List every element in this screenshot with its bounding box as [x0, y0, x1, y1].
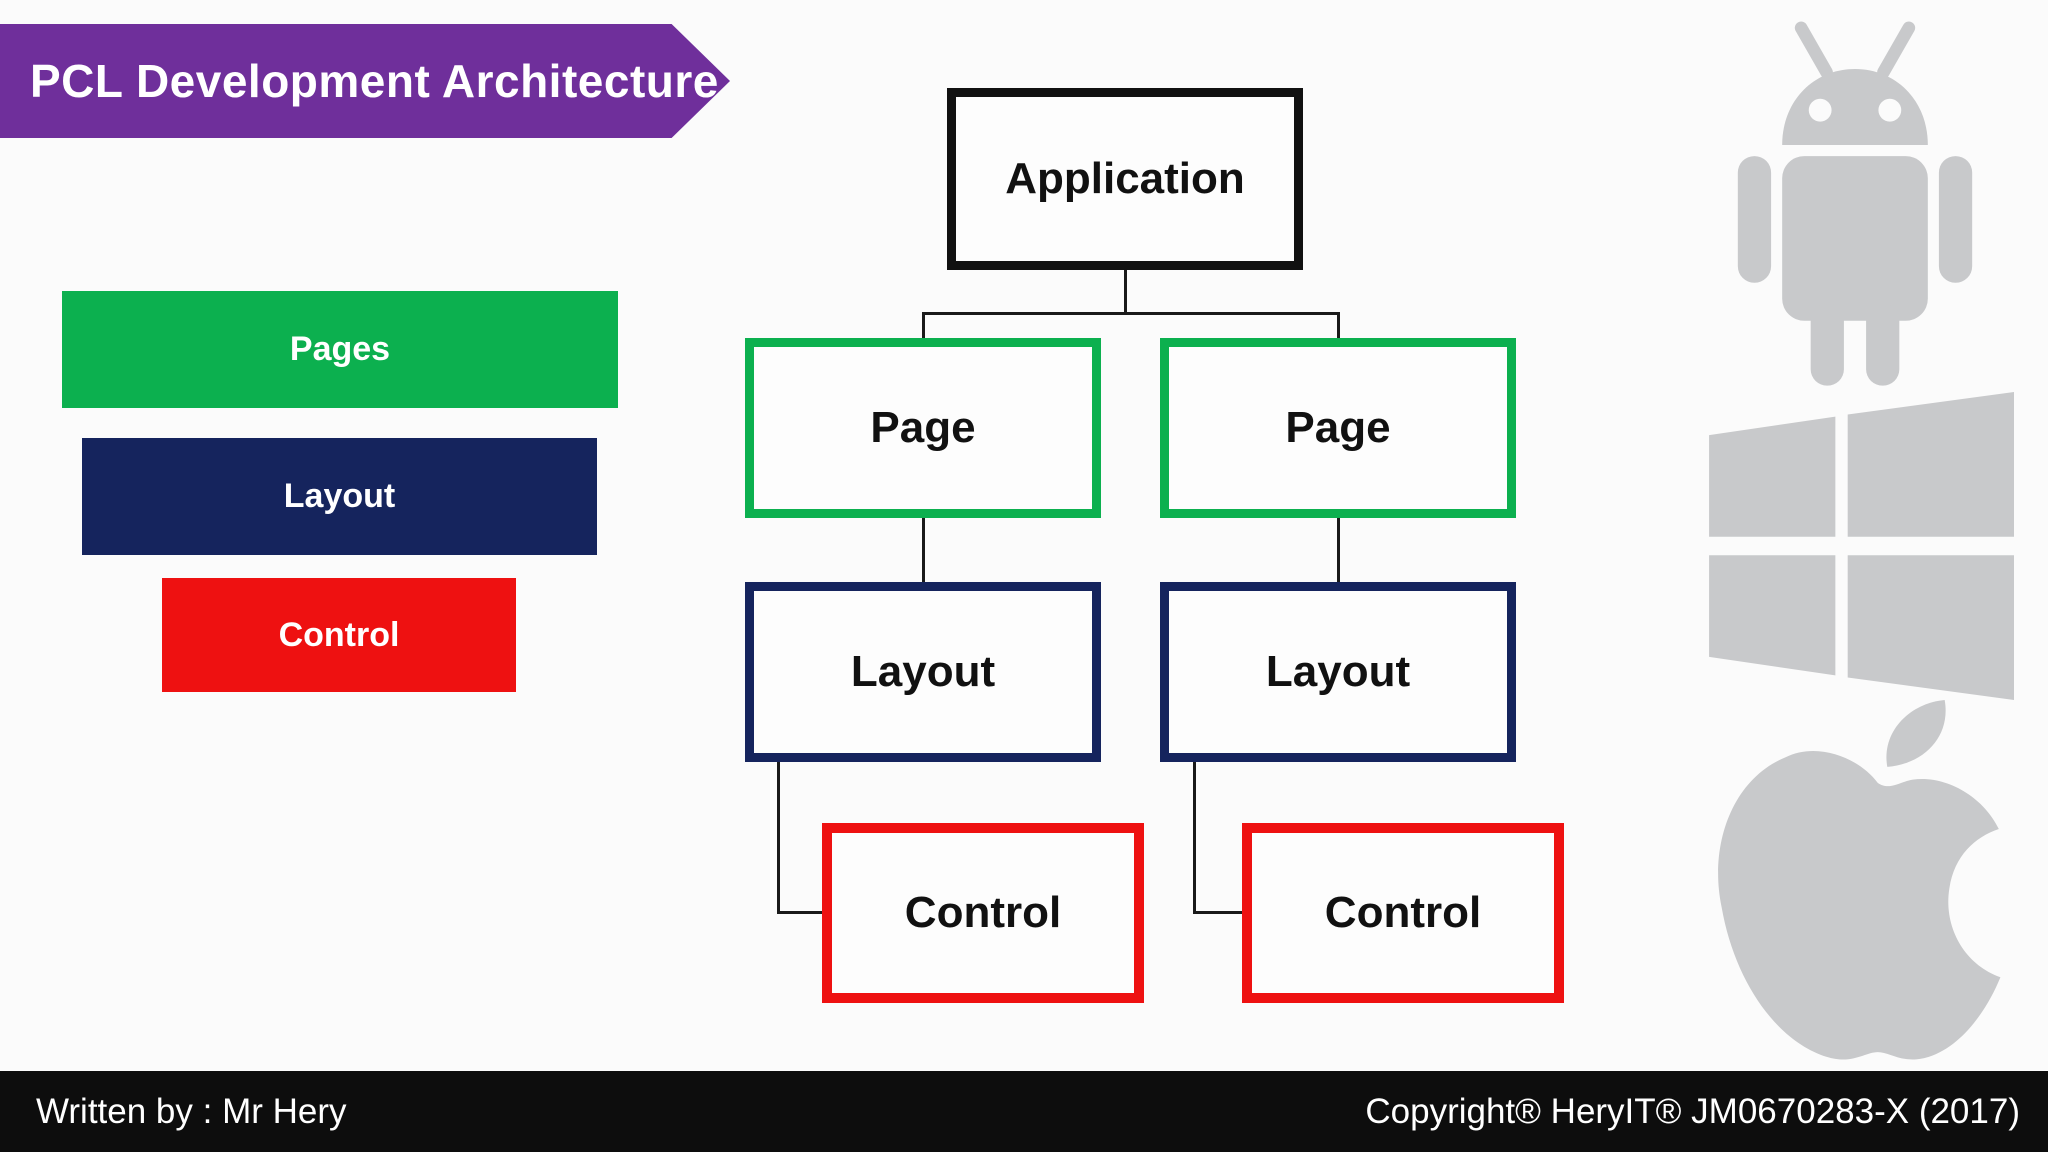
legend-item-layout: Layout — [82, 438, 597, 555]
legend-label-layout: Layout — [283, 477, 396, 515]
connector-page-layout-left — [922, 518, 925, 584]
node-application-label: Application — [1005, 154, 1245, 203]
connector-layout-control-left-vertical — [777, 762, 780, 914]
page-title: PCL Development Architecture — [30, 55, 719, 107]
footer-copyright: Copyright® HeryIT® JM0670283-X (2017) — [1365, 1091, 2020, 1131]
node-control-right-label: Control — [1324, 888, 1482, 937]
connector-application-stub — [1124, 270, 1127, 314]
legend-item-pages: Pages — [62, 291, 618, 408]
connector-page-layout-right — [1337, 518, 1340, 584]
connector-layout-control-left-elbow — [777, 911, 824, 914]
connector-drop-left-page — [922, 314, 925, 340]
node-page-right: Page — [1160, 338, 1516, 518]
node-page-right-label: Page — [1285, 403, 1391, 452]
apple-icon — [1685, 700, 2045, 1076]
node-page-left-label: Page — [870, 403, 976, 452]
legend-label-control: Control — [278, 615, 400, 654]
node-layout-right: Layout — [1160, 582, 1516, 762]
node-layout-left-label: Layout — [850, 647, 996, 696]
android-icon — [1695, 12, 2015, 392]
legend-item-control: Control — [162, 578, 516, 692]
windows-icon — [1700, 392, 2020, 700]
header-banner: PCL Development Architecture — [0, 24, 730, 138]
footer-bar: Written by : Mr Hery Copyright® HeryIT® … — [0, 1071, 2048, 1152]
node-application: Application — [947, 88, 1303, 270]
node-control-left-label: Control — [904, 888, 1062, 937]
node-control-left: Control — [822, 823, 1144, 1003]
footer-author: Written by : Mr Hery — [36, 1091, 347, 1131]
node-layout-left: Layout — [745, 582, 1101, 762]
connector-layout-control-right-elbow — [1193, 911, 1244, 914]
legend-label-pages: Pages — [289, 330, 391, 368]
connector-horizontal-bar — [922, 312, 1340, 315]
node-control-right: Control — [1242, 823, 1564, 1003]
node-page-left: Page — [745, 338, 1101, 518]
connector-layout-control-right-vertical — [1193, 762, 1196, 914]
node-layout-right-label: Layout — [1265, 647, 1411, 696]
connector-drop-right-page — [1337, 314, 1340, 340]
